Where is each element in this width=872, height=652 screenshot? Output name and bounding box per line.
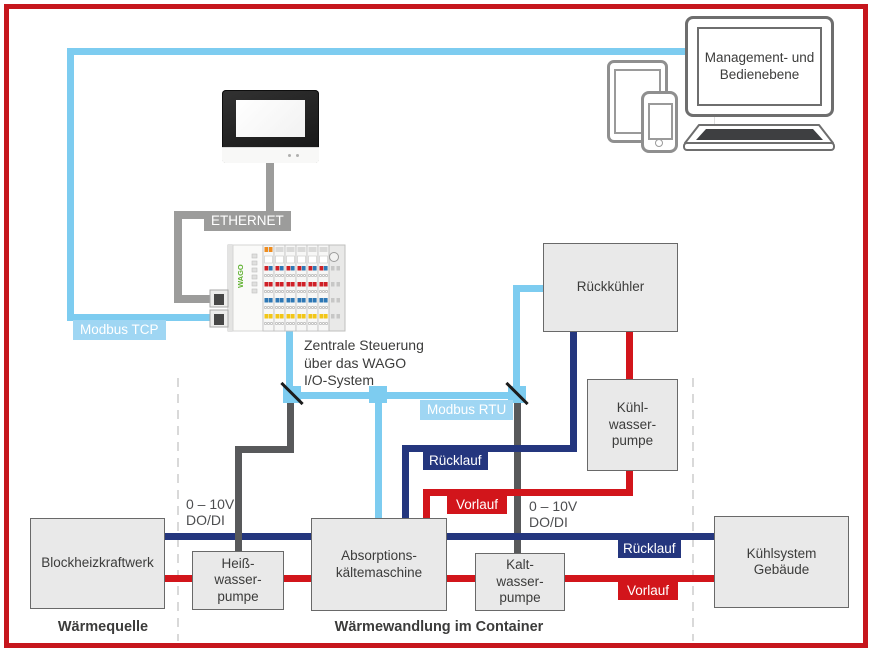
rj45-port-bottom [209,309,229,328]
box-blockheizkraftwerk: Blockheizkraftwerk [30,518,165,609]
box-absorption-l2: kältemaschine [335,564,423,580]
diagram-border [4,4,868,648]
hmi-screen [236,100,305,137]
modbus-tcp-line-to-plc [67,314,214,321]
signal-label-left-l2: DO/DI [186,511,225,528]
box-kuehlwasserpumpe: Kühl- wasser- pumpe [587,379,678,471]
wago-logo: WAGO [236,264,245,288]
vorlauf-pipe-drop [423,489,430,518]
management-monitor: Management- und Bedienebene [685,16,834,117]
box-kuehlsystem-l1: Kühlsystem [746,545,817,561]
box-kaltwasserpumpe-l1: Kalt- [506,557,534,573]
modbus-rtu-drop-absorption [375,399,382,518]
box-heisswasserpumpe-l1: Heiß- [221,555,255,571]
box-absorption-l1: Absorptions- [341,548,417,563]
hmi-button-dot [288,154,291,157]
modbus-rtu-line [286,392,520,399]
vorlauf-label-mid: Vorlauf [447,496,508,514]
vorlauf-pipe-horizontal [423,489,633,496]
controller-caption-l3: I/O-System [304,372,375,388]
section-divider-left [177,378,179,641]
ethernet-line-v1 [266,158,274,219]
management-monitor-screen: Management- und Bedienebene [697,27,822,106]
vorlauf-pipe-pump-drop [626,469,633,496]
ethernet-line-v2 [174,211,182,303]
box-blockheizkraftwerk-label: Blockheizkraftwerk [41,555,154,571]
modbus-tcp-label: Modbus TCP [73,320,166,340]
keyboard-icon [683,124,835,151]
signal-label-right-l1: 0 – 10V [529,498,578,514]
monitor-stand [714,115,715,125]
signal-line-left-v1 [287,400,294,453]
controller-caption-l1: Zentrale Steuerung [304,337,424,353]
hmi-camera-dot [296,154,299,157]
modbus-tcp-line-top [67,48,688,55]
smartphone-device [641,91,678,153]
box-rueckkuehler-label: Rückkühler [576,279,645,295]
ruecklauf-label-mid: Rücklauf [423,452,488,470]
modbus-tcp-line-left [67,48,74,321]
hmi-chin [222,147,319,163]
wago-io-system: WAGO [209,244,346,332]
box-kaltwasserpumpe: Kalt- wasser- pumpe [475,553,565,611]
touch-panel-hmi [222,90,319,163]
management-label-l1: Management- und [704,50,815,65]
ethernet-label: ETHERNET [204,211,291,231]
box-kuehlwasserpumpe-l2: wasser- [608,416,657,432]
signal-label-right-l2: DO/DI [529,513,568,530]
controller-caption-l2: über das WAGO [304,354,407,371]
rj45-port-top [209,289,229,308]
controller-caption: Zentrale Steuerung über das WAGO I/O-Sys… [304,337,424,390]
box-rueckkuehler: Rückkühler [543,243,678,332]
caption-waermewandlung: Wärmewandlung im Container [334,619,544,635]
signal-label-left: 0 – 10V DO/DI [186,496,235,528]
ruecklauf-pipe-rueckkuehler [570,329,577,452]
smartphone-home-button [655,139,663,147]
box-kuehlwasserpumpe-l1: Kühl- [616,400,649,416]
ruecklauf-label-right: Rücklauf [618,540,681,558]
box-kaltwasserpumpe-l2: wasser- [496,573,544,589]
box-kaltwasserpumpe-l3: pumpe [499,590,541,606]
management-label-l2: Bedienebene [719,66,800,82]
modbus-rtu-to-rueckkuehler [513,285,544,292]
caption-waermequelle: Wärmequelle [57,619,149,635]
rtu-connector-tee [369,386,387,403]
signal-line-left-v2 [235,446,242,551]
box-kuehlsystem-gebaeude: Kühlsystem Gebäude [714,516,849,608]
signal-line-left-h [235,446,294,453]
modbus-rtu-riser-right [513,285,520,399]
box-heisswasserpumpe-l3: pumpe [217,588,259,604]
box-heisswasserpumpe-l2: wasser- [214,572,262,588]
ruecklauf-pipe-horizontal [402,445,577,452]
ruecklauf-pipe-drop [402,445,409,518]
section-divider-right [692,378,694,641]
box-kuehlwasserpumpe-l3: pumpe [611,433,654,449]
vorlauf-pipe-rueckkuehler [626,329,633,379]
box-heisswasserpumpe: Heiß- wasser- pumpe [192,551,284,610]
box-kuehlsystem-l2: Gebäude [753,562,810,577]
signal-label-right: 0 – 10V DO/DI [529,498,578,530]
ethernet-line-h2 [174,295,214,303]
signal-line-right [514,400,521,553]
modbus-rtu-drop-from-plc [286,328,293,399]
box-absorptionskaeltemaschine: Absorptions- kältemaschine [311,518,447,611]
vorlauf-label-right: Vorlauf [618,582,679,600]
modbus-rtu-label: Modbus RTU [420,400,514,420]
signal-label-left-l1: 0 – 10V [186,496,235,512]
